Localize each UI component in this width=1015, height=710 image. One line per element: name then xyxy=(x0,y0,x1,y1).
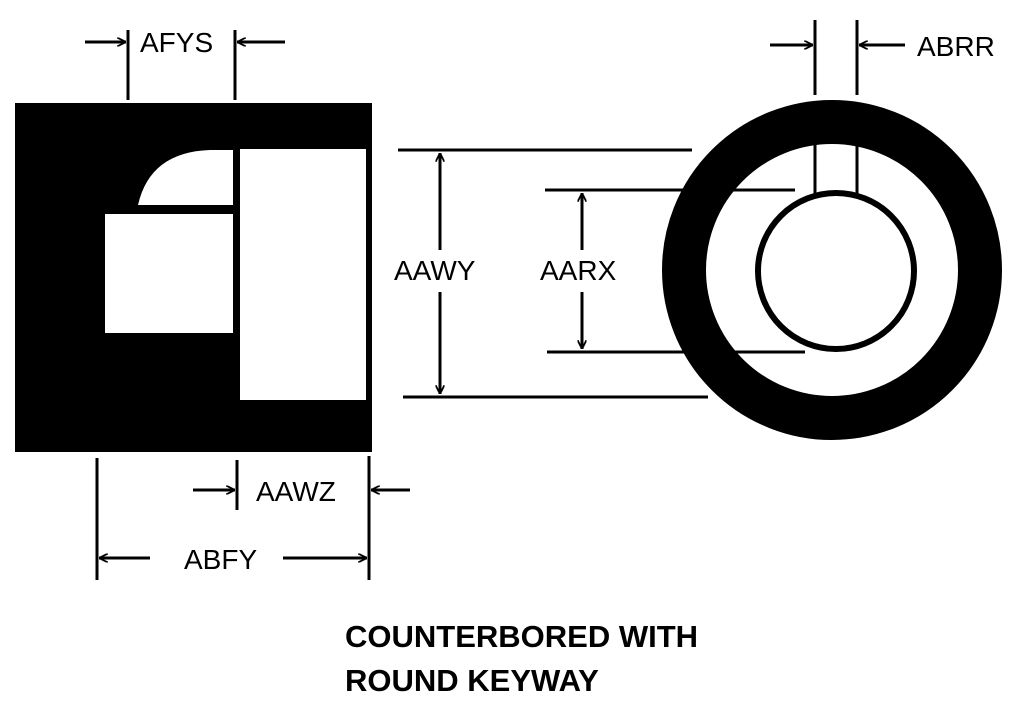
dimension-afys: AFYS xyxy=(85,27,285,100)
dimension-aarx: AARX xyxy=(540,188,805,354)
label-abfy: ABFY xyxy=(184,544,257,575)
dimension-abfy: ABFY xyxy=(95,458,367,580)
dimension-abrr: ABRR xyxy=(770,20,995,95)
label-abrr: ABRR xyxy=(917,31,995,62)
caption-line-1: COUNTERBORED WITH xyxy=(345,619,698,654)
side-section-view xyxy=(15,103,372,452)
dimension-aawy: AAWY xyxy=(394,148,708,399)
label-aawy: AAWY xyxy=(394,255,476,286)
label-aarx: AARX xyxy=(540,255,617,286)
label-aawz: AAWZ xyxy=(256,476,336,507)
caption-line-2: ROUND KEYWAY xyxy=(345,663,599,698)
end-view xyxy=(662,100,1002,440)
label-afys: AFYS xyxy=(140,27,213,58)
dimension-aawz: AAWZ xyxy=(193,456,410,580)
